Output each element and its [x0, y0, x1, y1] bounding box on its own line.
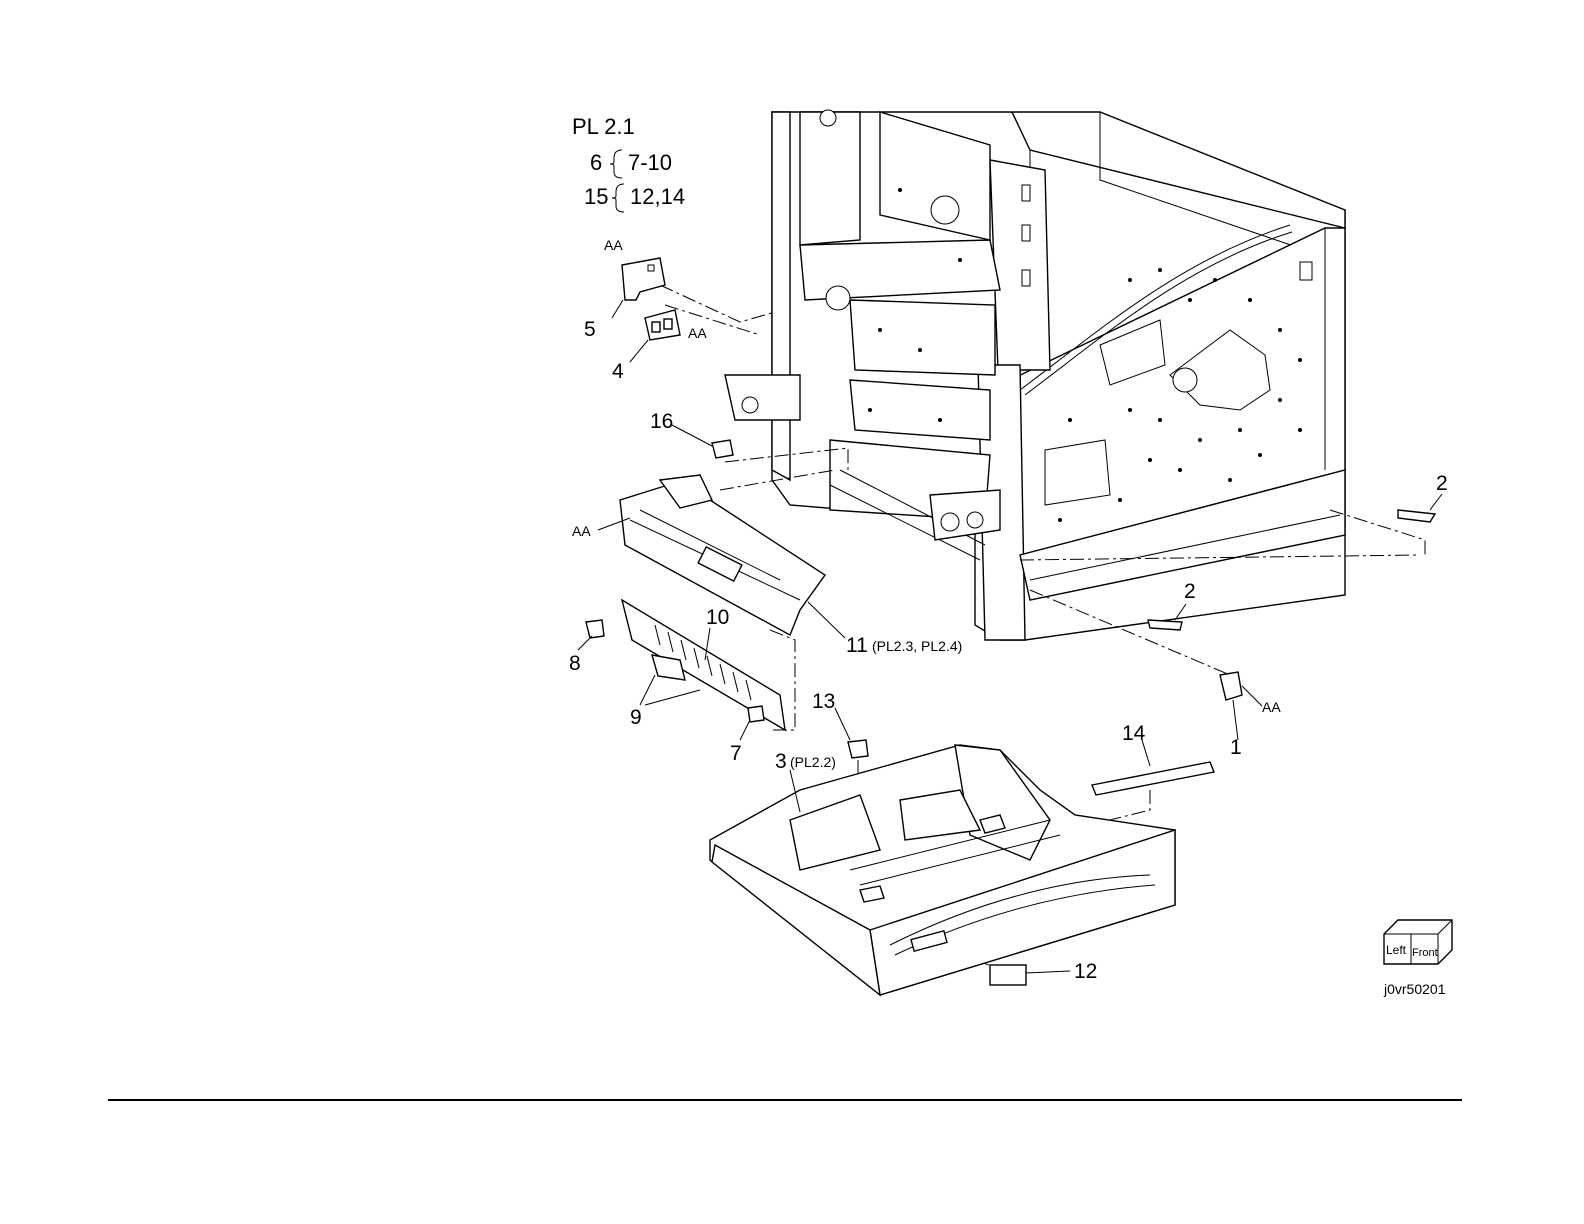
part-7-clip [740, 706, 764, 740]
callout-aa-top: AA [604, 237, 623, 253]
callout-14: 14 [1122, 722, 1146, 745]
plate-number: PL 2.1 [572, 114, 635, 139]
callout-11-ref: (PL2.3, PL2.4) [872, 638, 962, 654]
part-13-block [835, 708, 868, 758]
callout-10: 10 [706, 606, 729, 629]
callout-aa-sensor: AA [688, 325, 707, 341]
callout-1: 1 [1230, 736, 1242, 759]
callout-2-lower: 2 [1184, 580, 1196, 603]
callout-4: 4 [612, 360, 624, 383]
footer-rule [108, 1099, 1462, 1101]
part-2-pad-right [1398, 494, 1442, 522]
callout-aa-feeder: AA [572, 523, 591, 539]
callout-13: 13 [812, 690, 835, 713]
orientation-front: Front [1412, 947, 1438, 959]
group-6-children: 7-10 [628, 150, 672, 175]
callout-9: 9 [630, 706, 642, 729]
callout-12: 12 [1074, 960, 1097, 983]
callout-3: 3 [775, 750, 787, 773]
figure-id: j0vr50201 [1383, 981, 1446, 997]
callout-7: 7 [730, 742, 742, 765]
callout-3-ref: (PL2.2) [790, 754, 836, 770]
part-14-label [1092, 740, 1214, 795]
callout-5: 5 [584, 318, 596, 341]
machine-frame [725, 110, 1345, 640]
group-6-parent: 6 [590, 150, 602, 175]
part-5-bracket [612, 258, 665, 318]
part-4-sensor [630, 310, 680, 362]
part-1-bracket [1220, 672, 1262, 740]
callout-aa-bracket: AA [1262, 699, 1281, 715]
callout-2-right: 2 [1436, 472, 1448, 495]
part-8-clip [578, 620, 604, 650]
callout-11: 11 [846, 634, 868, 657]
callout-8: 8 [569, 652, 581, 675]
header-block: PL 2.1 6 7-10 15 12,14 [572, 114, 685, 212]
orientation-left: Left [1386, 943, 1407, 957]
part-16-block [672, 425, 733, 458]
group-15-parent: 15 [584, 184, 608, 209]
group-15-children: 12,14 [630, 184, 685, 209]
part-12-label [990, 965, 1070, 985]
callout-16: 16 [650, 410, 673, 433]
orientation-cube-icon: Left Front [1384, 920, 1452, 964]
